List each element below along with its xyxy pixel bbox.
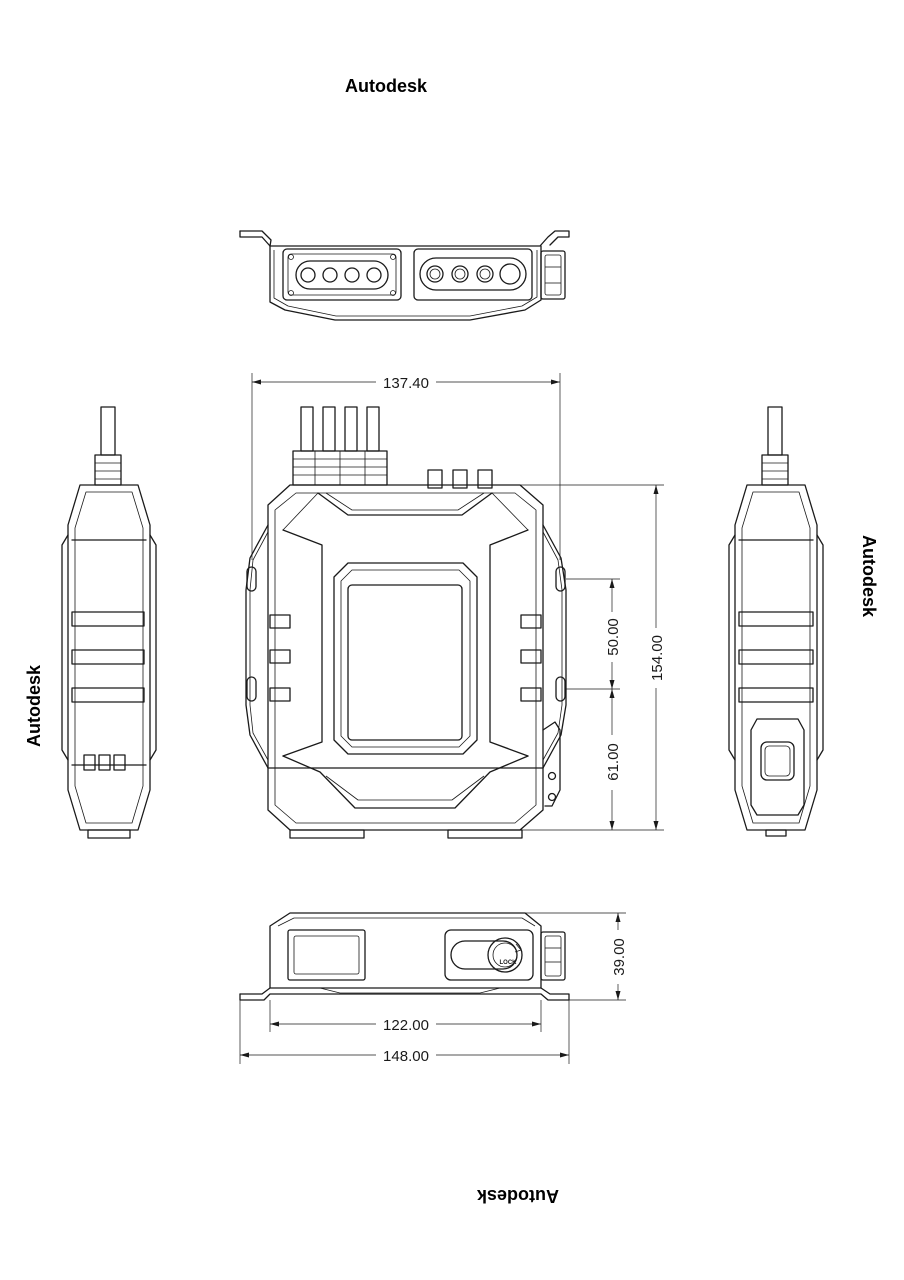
watermark-right: Autodesk	[859, 535, 879, 618]
watermark-top: Autodesk	[345, 76, 428, 96]
dim-bottom-overall-width: 148.00	[239, 1000, 570, 1065]
front-view	[245, 406, 567, 839]
watermark-bottom: Autodesk	[476, 1186, 559, 1206]
dim-bottom-inner-width-label: 122.00	[383, 1017, 429, 1034]
watermark-left: Autodesk	[24, 664, 44, 747]
right-side-view	[728, 406, 824, 837]
dim-front-height-label: 154.00	[649, 635, 666, 681]
dim-bottom-depth: 39.00	[525, 912, 628, 1001]
dim-upper-mount: 50.00	[566, 578, 622, 690]
dim-front-height: 154.00	[495, 484, 666, 831]
dim-bottom-inner-width: 122.00	[269, 1000, 542, 1034]
dim-front-width-label: 137.40	[383, 375, 429, 392]
dim-lower-mount: 61.00	[605, 689, 622, 830]
bottom-view: LOCK	[239, 912, 570, 1001]
dim-bottom-overall-width-label: 148.00	[383, 1048, 429, 1065]
left-side-view	[61, 406, 157, 839]
top-view	[239, 230, 570, 321]
cable-leads	[292, 406, 388, 486]
dim-lower-mount-label: 61.00	[605, 743, 622, 781]
dim-front-width: 137.40	[251, 373, 561, 560]
dim-upper-mount-label: 50.00	[605, 618, 622, 656]
lock-label: LOCK	[500, 960, 518, 966]
dim-bottom-depth-label: 39.00	[611, 938, 628, 976]
